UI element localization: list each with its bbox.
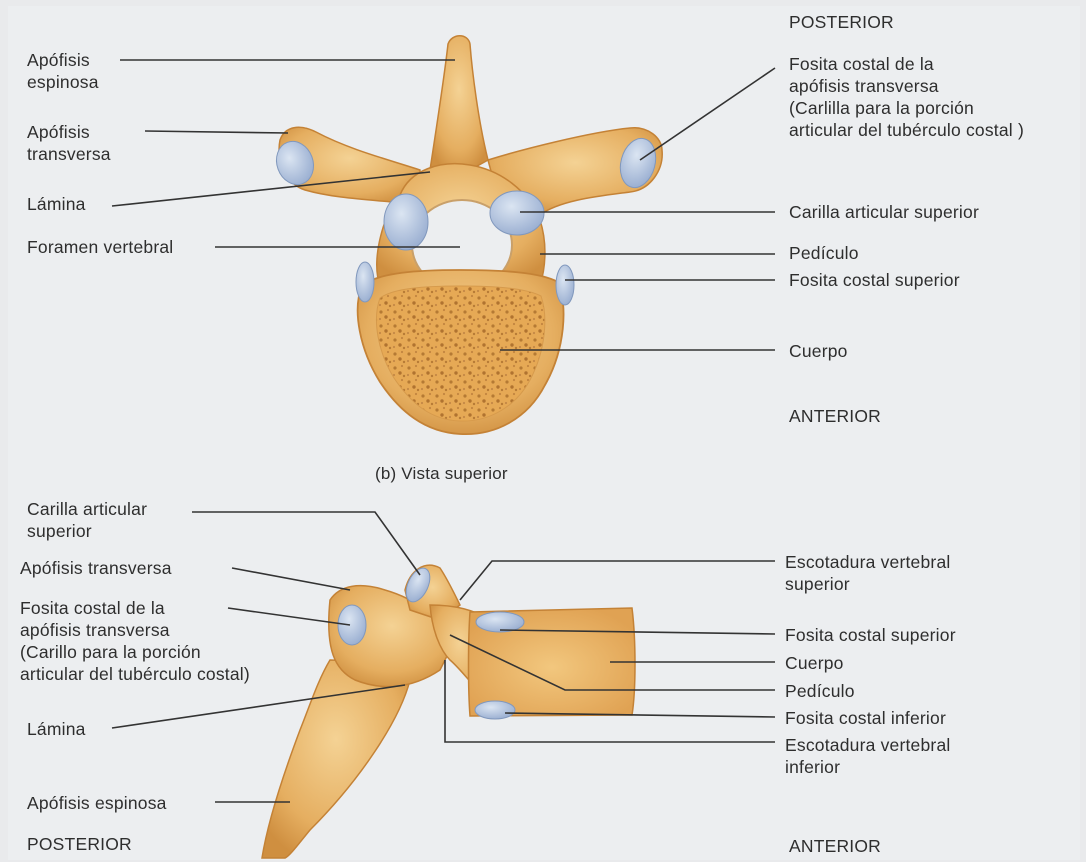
right-superior-articular-facet xyxy=(490,191,544,235)
label-lateral-pedicle: Pedículo xyxy=(785,680,855,702)
lateral-spinous-process xyxy=(262,660,410,858)
left-superior-costal-facet xyxy=(356,262,374,302)
lateral-inferior-costal-facet xyxy=(475,701,515,719)
label-superior-articular-facet: Carilla articular superior xyxy=(789,201,979,223)
label-superior-vertebral-notch: Escotadura vertebral superior xyxy=(785,551,950,595)
right-superior-costal-facet xyxy=(556,265,574,305)
label-lateral-superior-articular-facet: Carilla articular superior xyxy=(27,498,147,542)
caption-superior-view: (b) Vista superior xyxy=(375,463,508,485)
label-pedicle: Pedículo xyxy=(789,242,859,264)
orientation-anterior-top: ANTERIOR xyxy=(789,405,881,427)
lateral-transverse-costal-facet xyxy=(338,605,366,645)
label-spinous-process: Apófisis espinosa xyxy=(27,49,99,93)
lateral-superior-costal-facet xyxy=(476,612,524,632)
superior-view-vertebra xyxy=(271,36,663,434)
label-superior-costal-facet: Fosita costal superior xyxy=(789,269,960,291)
label-lamina: Lámina xyxy=(27,193,86,215)
spinous-process xyxy=(430,36,488,170)
label-body: Cuerpo xyxy=(789,340,848,362)
label-lateral-superior-costal-facet: Fosita costal superior xyxy=(785,624,956,646)
orientation-anterior-bottom: ANTERIOR xyxy=(789,835,881,857)
label-inferior-costal-facet: Fosita costal inferior xyxy=(785,707,946,729)
orientation-posterior-bottom: POSTERIOR xyxy=(27,833,132,855)
label-vertebral-foramen: Foramen vertebral xyxy=(27,236,173,258)
label-lateral-spinous-process: Apófisis espinosa xyxy=(27,792,167,814)
orientation-posterior-top: POSTERIOR xyxy=(789,11,894,33)
label-transverse-costal-facet: Fosita costal de la apófisis transversa … xyxy=(789,53,1024,141)
label-lateral-transverse-process: Apófisis transversa xyxy=(20,557,172,579)
label-lateral-lamina: Lámina xyxy=(27,718,86,740)
label-transverse-process: Apófisis transversa xyxy=(27,121,111,165)
lateral-view-vertebra xyxy=(262,564,635,858)
left-superior-articular-facet xyxy=(384,194,428,250)
label-inferior-vertebral-notch: Escotadura vertebral inferior xyxy=(785,734,950,778)
label-lateral-body: Cuerpo xyxy=(785,652,844,674)
label-lateral-transverse-costal-facet: Fosita costal de la apófisis transversa … xyxy=(20,597,250,685)
